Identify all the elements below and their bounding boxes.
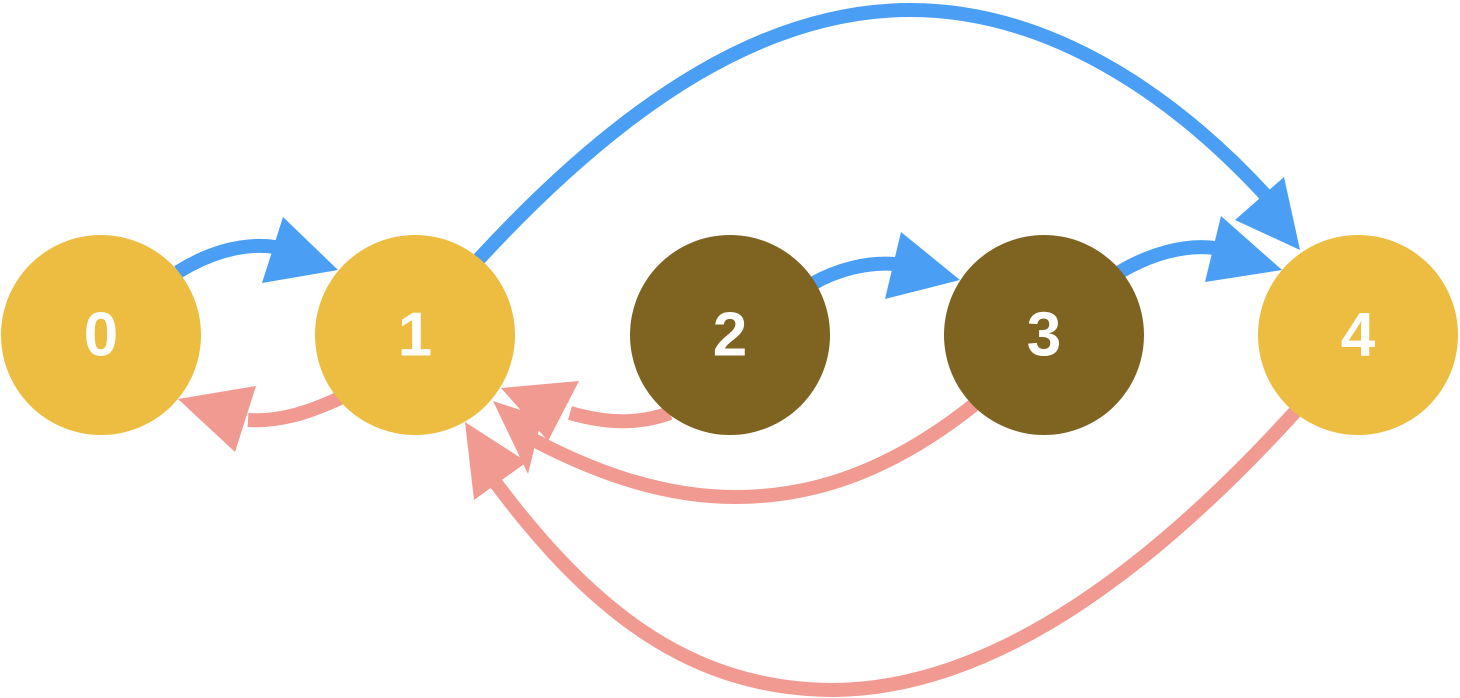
node-2-label: 2 <box>713 301 747 370</box>
node-3-circle <box>944 235 1144 435</box>
back-edges <box>178 381 1301 698</box>
edge-2-to-3-line <box>808 256 896 291</box>
edge-4-to-1-arrowhead <box>465 422 527 500</box>
node-2: 2 <box>630 235 830 435</box>
edge-3-to-1-line <box>526 398 980 505</box>
edge-0-to-1-line <box>174 238 276 278</box>
edge-3-to-4 <box>1116 216 1282 282</box>
node-2-circle <box>630 235 830 435</box>
edge-3-to-1-arrowhead <box>493 401 542 474</box>
edge-2-to-1-arrowhead <box>501 381 579 441</box>
node-0: 0 <box>1 235 201 435</box>
edge-0-to-1-arrowhead <box>262 217 338 283</box>
node-1-label: 1 <box>398 301 432 370</box>
edge-1-to-0-line <box>247 391 343 428</box>
edge-2-to-1 <box>501 381 673 441</box>
node-0-label: 0 <box>84 301 118 370</box>
edge-1-to-4-arrowhead <box>1235 177 1300 250</box>
node-3-label: 3 <box>1027 301 1061 370</box>
edge-2-to-1-line <box>568 406 673 429</box>
node-1: 1 <box>315 235 515 435</box>
edge-3-to-4-line <box>1116 240 1216 279</box>
node-1-circle <box>315 235 515 435</box>
edge-2-to-3 <box>808 232 960 299</box>
node-4-label: 4 <box>1341 301 1376 370</box>
edge-0-to-1 <box>174 217 338 283</box>
edge-1-to-0-arrowhead <box>178 386 256 452</box>
edge-2-to-3-arrowhead <box>885 232 960 299</box>
edge-3-to-1 <box>493 398 980 505</box>
edge-1-to-4 <box>472 2 1300 265</box>
edge-1-to-0 <box>178 386 343 452</box>
forward-edges <box>174 2 1300 299</box>
node-4: 4 <box>1258 235 1458 435</box>
nodes: 0 1 2 3 4 <box>1 235 1458 435</box>
edge-4-to-1-line <box>486 407 1301 698</box>
node-0-circle <box>1 235 201 435</box>
edge-4-to-1 <box>465 407 1301 698</box>
node-4-circle <box>1258 235 1458 435</box>
edge-1-to-4-line <box>472 2 1276 265</box>
edge-3-to-4-arrowhead <box>1205 216 1282 282</box>
node-3: 3 <box>944 235 1144 435</box>
